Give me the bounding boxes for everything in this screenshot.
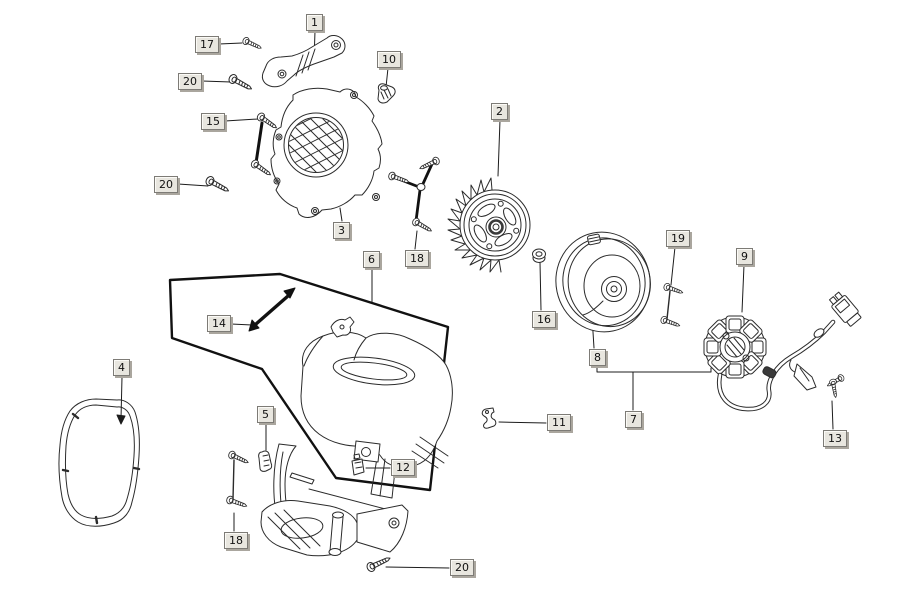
leader-lines xyxy=(116,30,834,569)
callout-1[interactable]: 1 xyxy=(306,14,323,31)
mounting-bracket xyxy=(261,35,346,88)
callout-19[interactable]: 19 xyxy=(666,230,690,247)
screw-17 xyxy=(241,35,264,52)
flywheel-rotor xyxy=(555,231,651,333)
screw-20-mid xyxy=(203,174,232,196)
callout-3[interactable]: 3 xyxy=(333,222,350,239)
callout-20-bottom[interactable]: 20 xyxy=(450,559,474,576)
cover-screws-15 xyxy=(249,111,280,179)
callout-10[interactable]: 10 xyxy=(377,51,401,68)
screw-group-18-bottom xyxy=(225,449,251,511)
flywheel-nut xyxy=(532,248,546,263)
fan-blades xyxy=(447,177,502,273)
harness-connector xyxy=(828,291,862,327)
callout-11[interactable]: 11 xyxy=(547,414,571,431)
callout-5[interactable]: 5 xyxy=(257,406,274,423)
shroud-clip-top xyxy=(330,316,355,338)
bolt-arrow xyxy=(248,287,296,332)
callout-13[interactable]: 13 xyxy=(823,430,847,447)
callout-18-bottom[interactable]: 18 xyxy=(224,532,248,549)
callout-16[interactable]: 16 xyxy=(532,311,556,328)
callout-12[interactable]: 12 xyxy=(391,459,415,476)
callout-14[interactable]: 14 xyxy=(207,315,231,332)
stator-screws xyxy=(659,282,685,330)
wiring-harness xyxy=(716,291,862,412)
lower-air-duct xyxy=(260,443,409,557)
wire-bead xyxy=(813,328,825,338)
fan-cover xyxy=(270,87,383,218)
cover-grille xyxy=(289,118,343,172)
callout-17[interactable]: 17 xyxy=(195,36,219,53)
callout-20-top[interactable]: 20 xyxy=(178,73,202,90)
kit-outline-polygon xyxy=(168,272,450,492)
callout-18-top[interactable]: 18 xyxy=(405,250,429,267)
wire-grommet xyxy=(762,366,777,379)
stator-assembly xyxy=(703,315,767,379)
clip-12 xyxy=(351,453,365,476)
callout-15[interactable]: 15 xyxy=(201,113,225,130)
screw-20-bottom xyxy=(365,553,393,574)
cable-tag xyxy=(793,363,817,391)
clamp-part xyxy=(377,83,396,104)
callout-7[interactable]: 7 xyxy=(625,411,642,428)
callout-9[interactable]: 9 xyxy=(736,248,753,265)
cover-gasket xyxy=(58,398,141,527)
cooling-fan xyxy=(447,177,531,273)
screw-set-13 xyxy=(825,373,846,399)
clip-11 xyxy=(481,407,497,429)
clip-5 xyxy=(258,450,273,472)
callout-2[interactable]: 2 xyxy=(491,103,508,120)
callout-20-mid[interactable]: 20 xyxy=(154,176,178,193)
screw-20-top xyxy=(226,72,255,94)
cylinder-shroud xyxy=(300,316,453,499)
callout-4[interactable]: 4 xyxy=(113,359,130,376)
callout-6[interactable]: 6 xyxy=(363,251,380,268)
callout-8[interactable]: 8 xyxy=(589,349,606,366)
screw-group-18-top xyxy=(387,155,442,235)
